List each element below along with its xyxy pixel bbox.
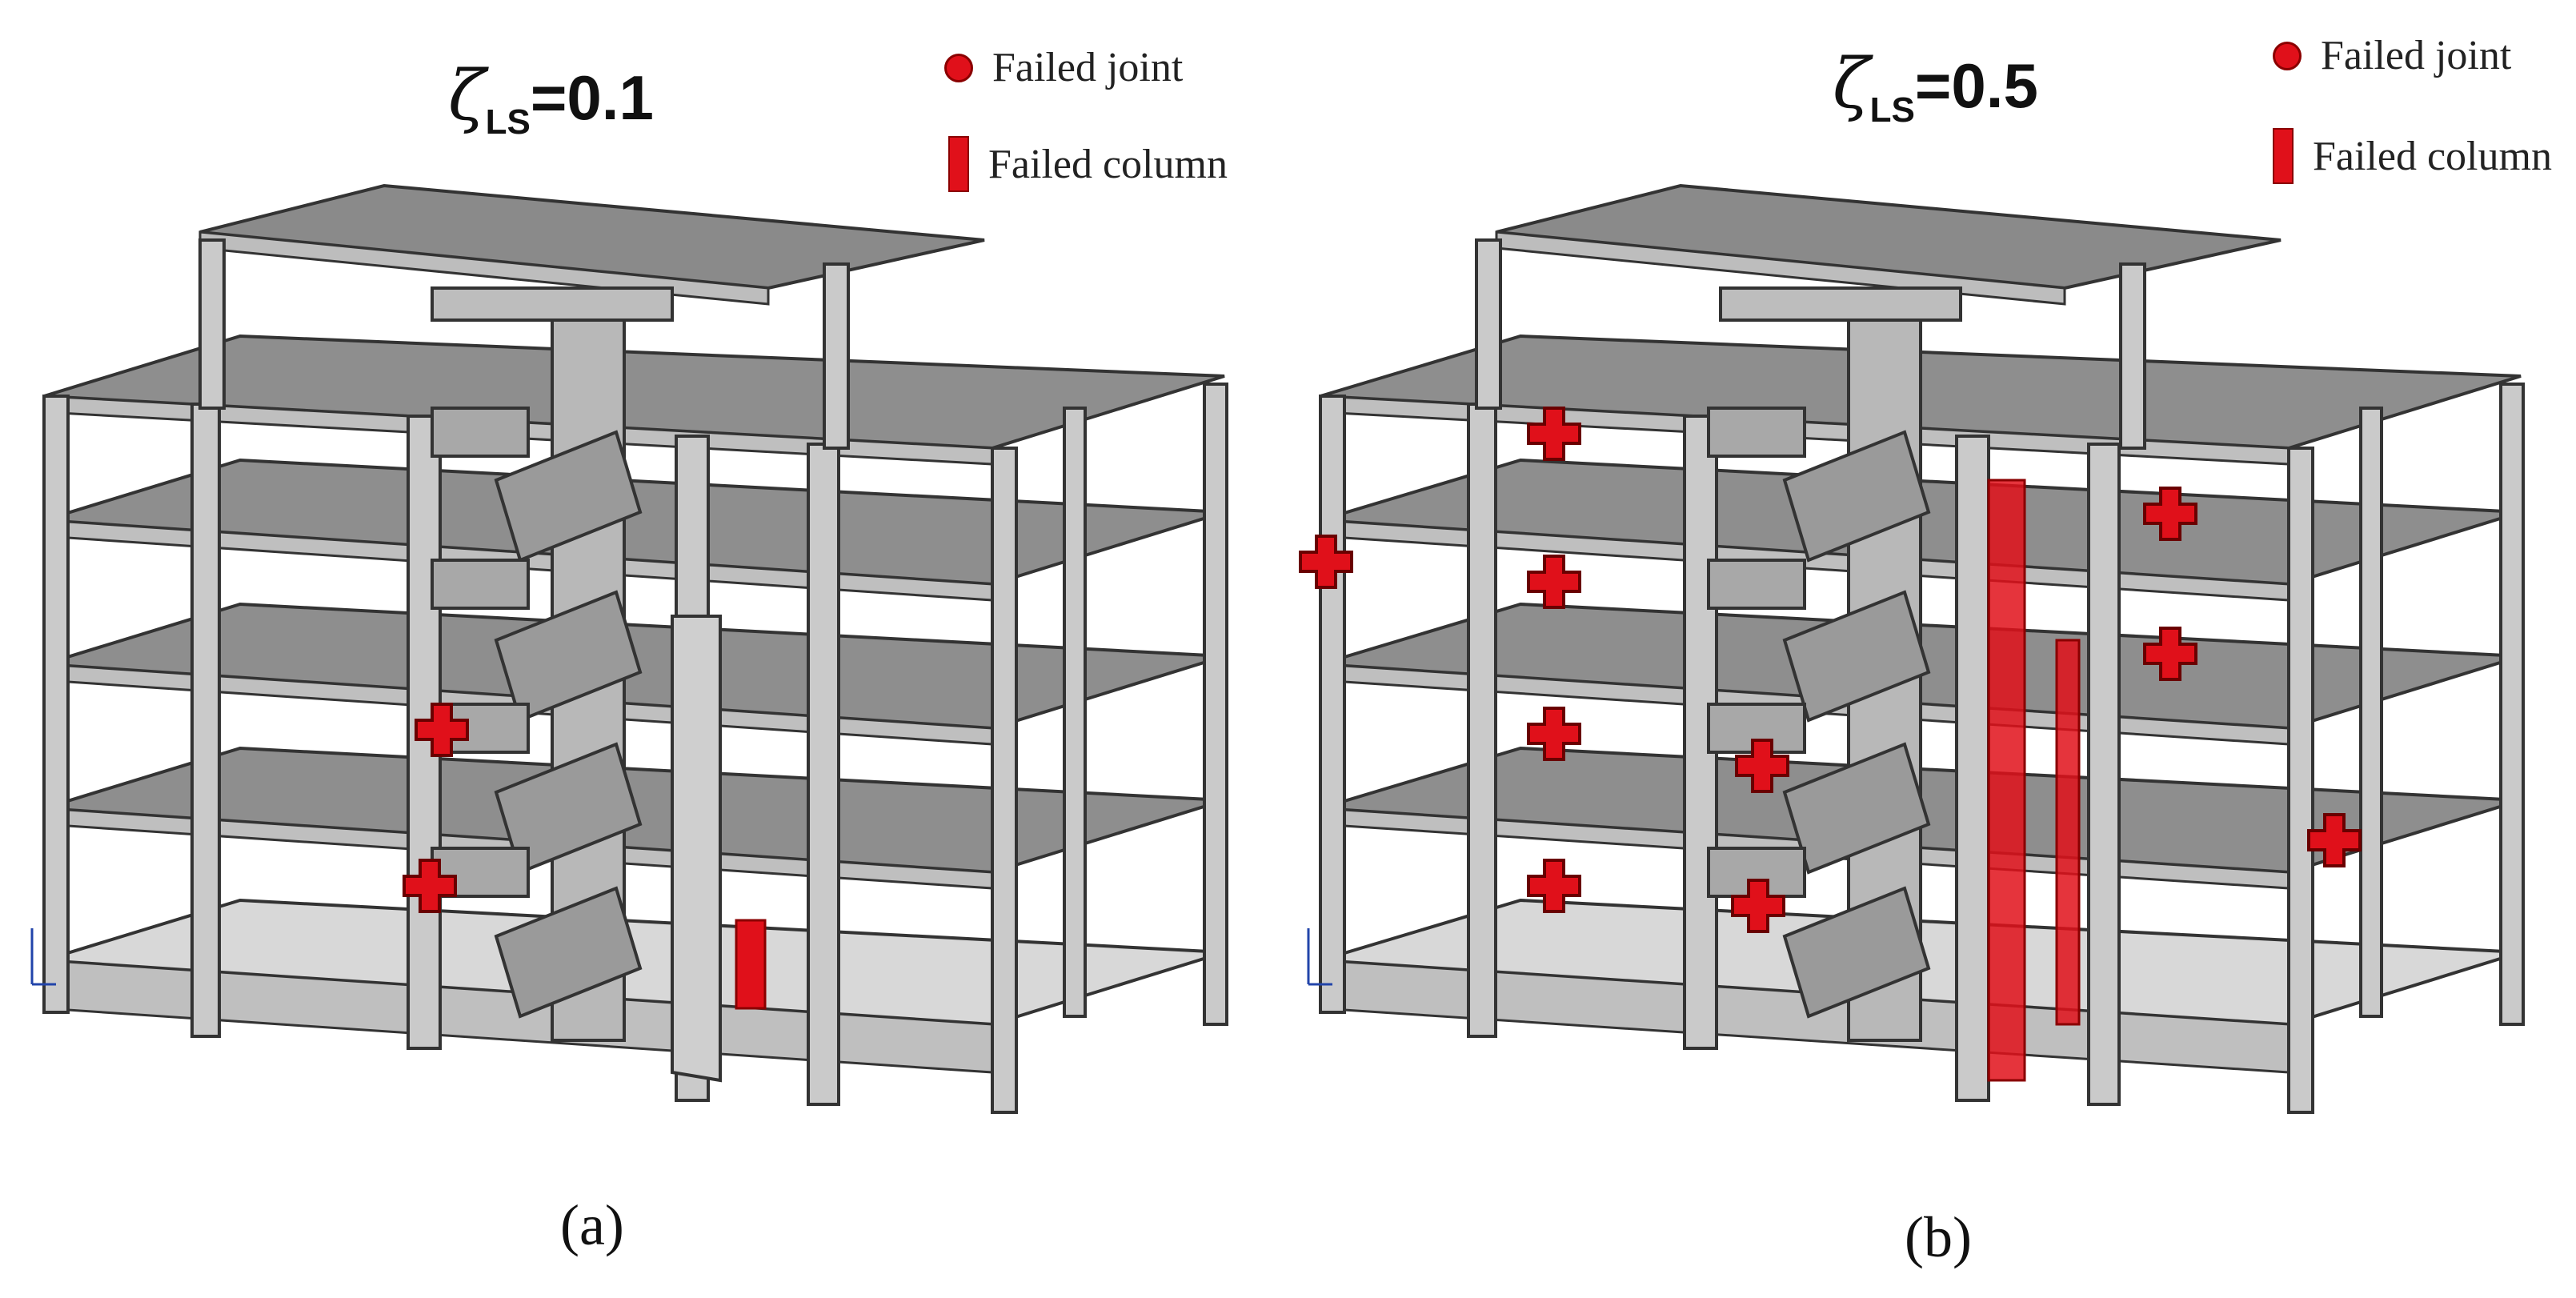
failed-column-marker [1987, 479, 2026, 1082]
failed-joint-markers [1299, 407, 2362, 933]
zeta-title-b: ζLS=0.5 [1833, 44, 2038, 130]
panel-b: ζLS=0.5 Failed joint Failed column (b) [1288, 0, 2576, 1298]
legend-failed-column: Failed column [2273, 128, 2552, 184]
panel-a: ζLS=0.1 Failed joint Failed column (a) [30, 44, 1228, 1257]
stair-core [431, 286, 722, 1083]
failed-joint-icon [2273, 41, 2302, 70]
caption-a: (a) [560, 1193, 624, 1257]
legend-failed-column: Failed column [948, 136, 1228, 192]
roof-slab [1495, 183, 2282, 306]
failed-joint-markers [403, 703, 469, 913]
failed-column-marker [2055, 639, 2081, 1026]
building-model-a [30, 183, 1228, 1114]
failed-column-icon [2273, 128, 2294, 184]
legend-failed-joint: Failed joint [944, 44, 1183, 91]
axis-triad-icon [1307, 928, 1332, 986]
failed-joint-icon [944, 53, 973, 82]
stair-core [1707, 286, 1962, 1042]
caption-b: (b) [1905, 1205, 1972, 1269]
roof-slab [198, 183, 985, 306]
building-model-b [1299, 183, 2525, 1114]
legend-failed-joint: Failed joint [2273, 32, 2511, 79]
failed-column-icon [948, 136, 969, 192]
failed-column-marker [735, 919, 767, 1010]
axis-triad-icon [30, 928, 56, 986]
zeta-title-a: ζLS=0.1 [448, 56, 654, 142]
